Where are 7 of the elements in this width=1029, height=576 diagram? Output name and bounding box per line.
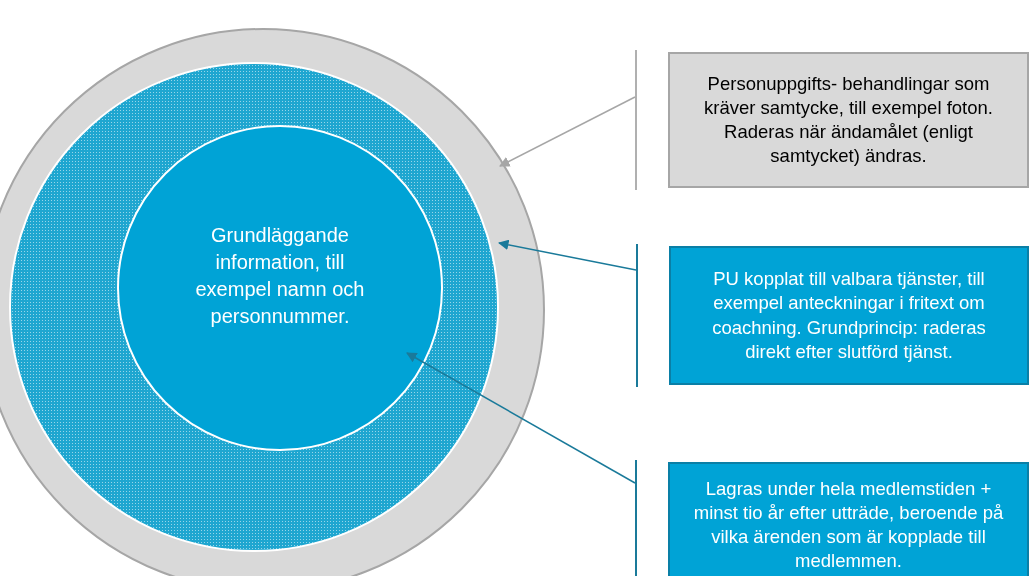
note-text: PU kopplat till valbara tjänster, till exempel anteckningar i fritext om coachning. Grundprincip: raderas direkt efter slutförd tjänst. bbox=[711, 267, 987, 364]
arrow bbox=[406, 352, 636, 484]
circle-text: Grundläggande information, till exempel namn och personnummer. bbox=[194, 223, 366, 329]
note-text: Personuppgifts- behandlingar som kräver samtycke, till exempel foton. Raderas när ändamålet (enligt samtycket) ändras. bbox=[703, 71, 994, 169]
arrow bbox=[499, 96, 636, 167]
note-text: Lagras under hela medlemstiden + minst tio år efter utträde, beroende på vilka ärenden som är kopplade till medlemmen. bbox=[692, 476, 1005, 574]
arrow bbox=[497, 239, 637, 271]
